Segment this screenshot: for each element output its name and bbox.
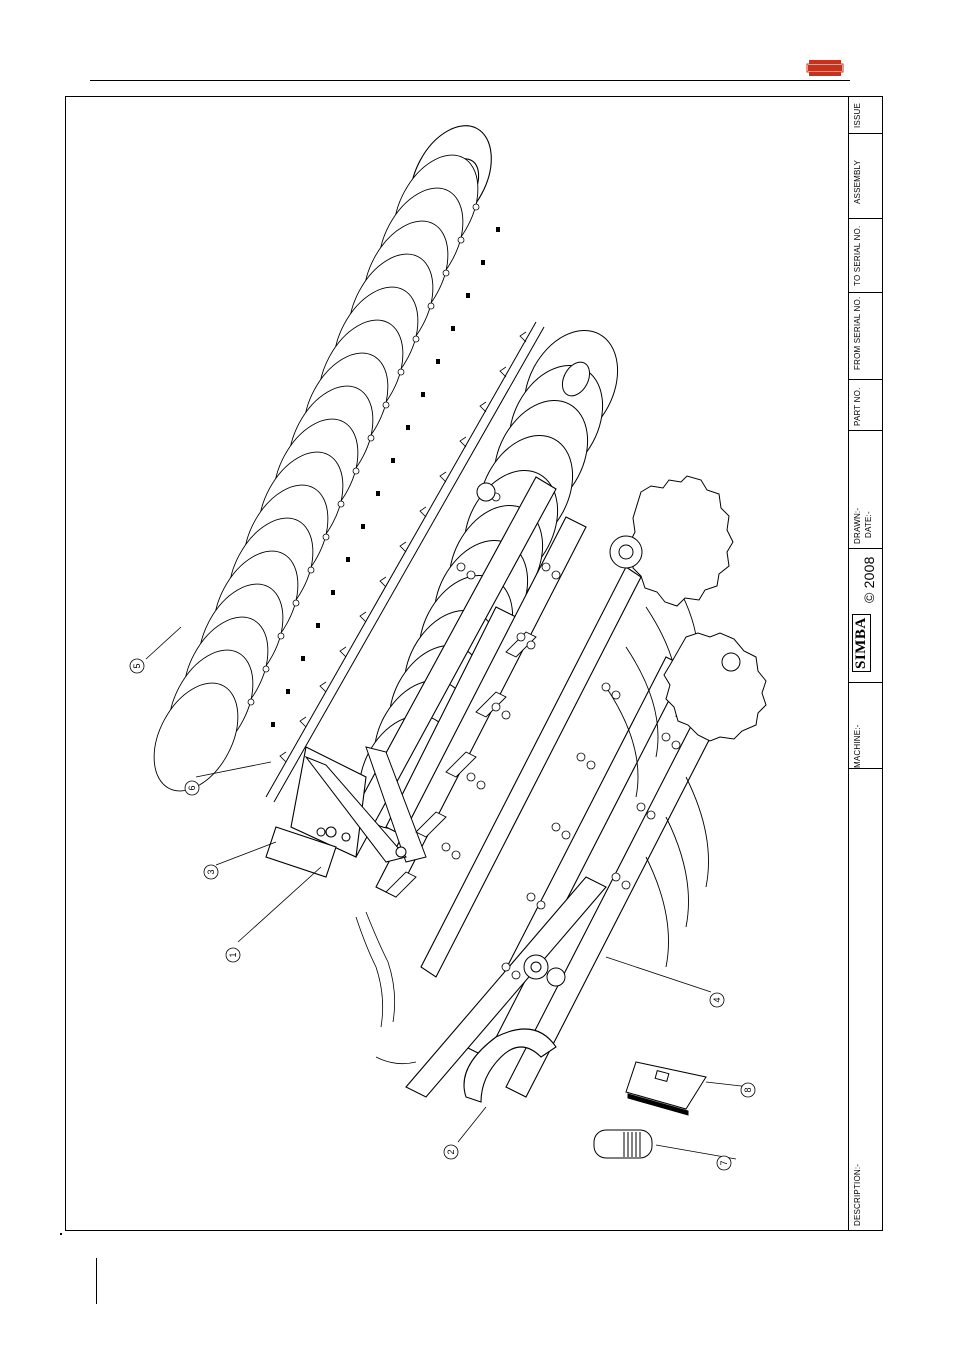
date-label: DATE:- (864, 511, 873, 538)
to-serial-label: TO SERIAL NO. (853, 226, 862, 286)
callout-4-label: 4 (712, 997, 722, 1002)
tb-divider (849, 292, 883, 293)
simba-logo-icon (806, 58, 844, 78)
footer-rule (96, 1258, 97, 1304)
callout-1-label: 1 (228, 952, 238, 957)
issue-label: ISSUE (853, 103, 862, 128)
tb-divider (849, 682, 883, 683)
copyright-year: © 2008 (861, 556, 877, 603)
simba-wordmark: SIMBA (852, 614, 871, 672)
callout-6-label: 6 (187, 785, 197, 790)
from-serial-label: FROM SERIAL NO. (853, 297, 862, 370)
tb-divider (849, 379, 883, 380)
tb-divider (849, 768, 883, 769)
description-label: DESCRIPTION:- (853, 1164, 862, 1226)
operator-manual (626, 1062, 706, 1115)
header-rule (90, 80, 850, 81)
part-no-label: PART NO. (853, 388, 862, 427)
tb-divider (849, 548, 883, 549)
callout-7-label: 7 (719, 1160, 729, 1165)
drawing-frame: 1 2 3 4 5 6 7 8 ISSUE ASSEMBLY TO SERIAL… (65, 96, 883, 1231)
page-mark (60, 1233, 62, 1235)
tb-divider (849, 218, 883, 219)
callout-8-label: 8 (743, 1087, 753, 1092)
assembly-label: ASSEMBLY (853, 160, 862, 204)
grease-cartridge (594, 1130, 652, 1158)
hydraulic-hoses (356, 912, 416, 1064)
drawn-label: DRAWN:- (853, 508, 862, 544)
simba-logo (806, 58, 844, 78)
title-block: ISSUE ASSEMBLY TO SERIAL NO. FROM SERIAL… (848, 96, 883, 1231)
tb-divider (849, 133, 883, 134)
machine-label: MACHINE:- (853, 724, 862, 768)
exploded-assembly-drawing: 1 2 3 4 5 6 7 8 (66, 97, 848, 1230)
callout-2-label: 2 (446, 1149, 456, 1154)
callout-3-label: 3 (206, 869, 216, 874)
tb-divider (849, 430, 883, 431)
callout-5-label: 5 (132, 663, 142, 668)
